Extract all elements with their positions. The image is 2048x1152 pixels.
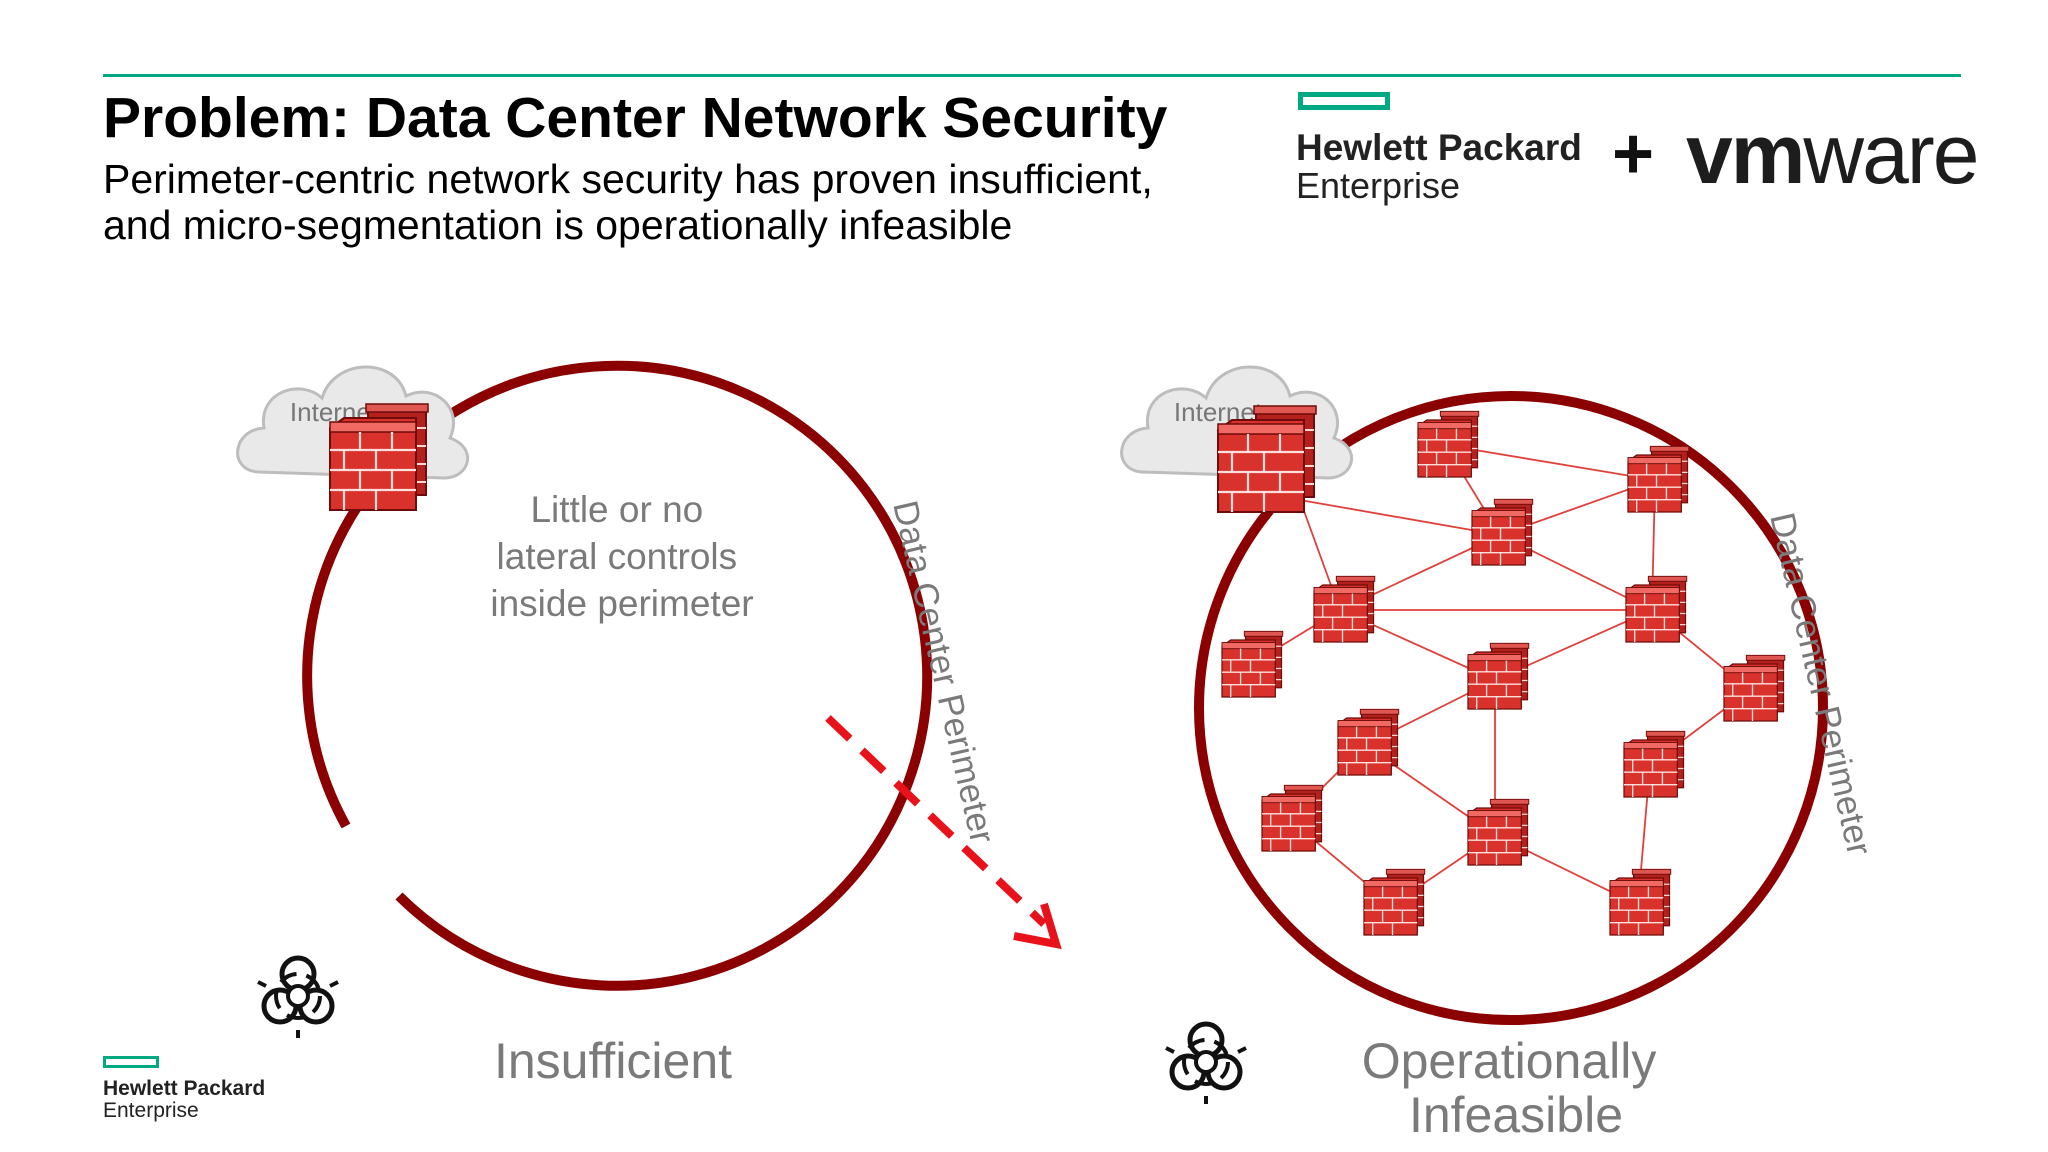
hpe-logo-bar xyxy=(1298,92,1390,110)
slide-subtitle: Perimeter-centric network security has p… xyxy=(103,156,1153,248)
right-gateway-firewall-icon xyxy=(1216,404,1318,514)
mesh-firewall-icon xyxy=(1625,575,1688,643)
hpe-footer-logo-line1: Hewlett Packard xyxy=(103,1077,266,1100)
hpe-footer-logo-line2: Enterprise xyxy=(103,1099,199,1122)
hpe-footer-logo-bar xyxy=(103,1056,159,1068)
slide-title: Problem: Data Center Network Security xyxy=(103,86,1168,150)
vmware-logo-vm: vm xyxy=(1686,107,1805,201)
right-caption-line1: Operationally xyxy=(1362,1033,1657,1089)
mesh-firewall-icon xyxy=(1627,445,1690,513)
mesh-firewall-icon xyxy=(1623,730,1686,798)
mesh-firewall-icon xyxy=(1313,575,1376,643)
left-inner-text-line3: inside perimeter xyxy=(490,583,753,624)
mesh-firewall-icon xyxy=(1471,498,1534,566)
left-biohazard-icon xyxy=(258,958,338,1038)
mesh-firewall-icon xyxy=(1337,708,1400,776)
plus-sign: + xyxy=(1612,114,1655,194)
mesh-firewall-icon xyxy=(1221,630,1284,698)
right-caption-line2: Infeasible xyxy=(1409,1087,1623,1143)
left-caption: Insufficient xyxy=(494,1033,732,1089)
mesh-firewall-icon xyxy=(1467,798,1530,866)
mesh-firewall-icon xyxy=(1261,784,1324,852)
hpe-footer-logo: Hewlett Packard Enterprise xyxy=(103,1056,323,1126)
right-caption: Operationally Infeasible xyxy=(1362,1033,1671,1143)
left-perimeter-circle xyxy=(302,360,933,991)
mesh-firewall-icon xyxy=(1609,868,1672,936)
left-firewall-icon xyxy=(328,402,430,512)
top-rule xyxy=(103,74,1961,77)
vmware-logo-ware: ware xyxy=(1803,107,1979,201)
breach-arrow xyxy=(825,715,1062,950)
hpe-logo: Hewlett Packard Enterprise xyxy=(1296,88,1596,218)
mesh-firewall-icon xyxy=(1417,410,1480,478)
right-perimeter-circle xyxy=(1194,391,1828,1025)
mesh-firewall-icon xyxy=(1467,642,1530,710)
mesh-firewall-icon xyxy=(1363,868,1426,936)
vmware-logo: vmware xyxy=(1686,104,1979,204)
hpe-logo-line1: Hewlett Packard xyxy=(1296,127,1582,168)
left-inner-text-line1: Little or no xyxy=(530,489,703,530)
right-biohazard-icon xyxy=(1166,1024,1246,1104)
left-inner-text-line2: lateral controls xyxy=(497,536,738,577)
left-inner-text: Little or no lateral controls inside per… xyxy=(490,489,753,624)
hpe-logo-line2: Enterprise xyxy=(1296,165,1461,206)
mesh-firewall-icon xyxy=(1723,654,1786,722)
